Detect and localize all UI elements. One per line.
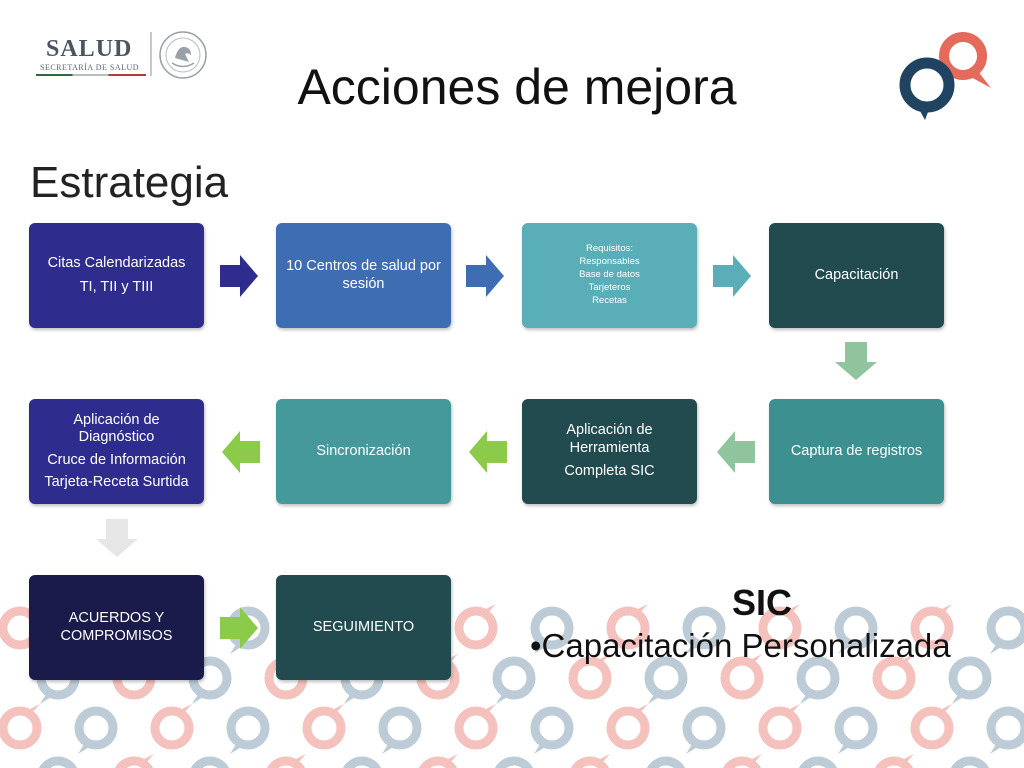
step-label: Capacitación: [814, 266, 899, 283]
step-label: Tarjeteros: [588, 281, 631, 293]
step-sincronizacion: Sincronización: [276, 399, 451, 504]
step-label: Completa SIC: [564, 463, 655, 480]
step-centros-de-salud: 10 Centros de salud por sesión: [276, 223, 451, 328]
step-citas-calendarizadas: Citas Calendarizadas TI, TII y TIII: [29, 223, 204, 328]
step-label: Responsables: [579, 256, 640, 268]
section-title: Estrategia: [30, 158, 229, 207]
step-label: SEGUIMIENTO: [312, 618, 415, 635]
step-aplicacion-herramienta: Aplicación de Herramienta Completa SIC: [522, 399, 697, 504]
arrow-right-icon: [713, 255, 751, 297]
step-label: Recetas: [592, 294, 627, 306]
step-seguimiento: SEGUIMIENTO: [276, 575, 451, 680]
arrow-down-icon: [835, 342, 877, 380]
arrow-left-icon: [222, 431, 260, 473]
arrow-left-icon: [469, 431, 507, 473]
logo-divider: [150, 32, 152, 76]
page-title: Acciones de mejora: [297, 59, 737, 115]
sic-title: SIC: [731, 582, 792, 623]
step-label: Cruce de Información: [47, 451, 186, 468]
step-label: ACUERDOS Y COMPROMISOS: [60, 610, 173, 644]
arrow-down-icon: [96, 519, 138, 557]
step-label: Sincronización: [316, 442, 411, 459]
sic-bullet: •Capacitación Personalizada: [530, 627, 951, 664]
step-diagnostico: Aplicación de Diagnóstico Cruce de Infor…: [29, 399, 204, 504]
step-label: Aplicación de Herramienta: [566, 422, 653, 456]
step-label: Aplicación de Diagnóstico: [73, 411, 160, 446]
salud-logo-stripe: [36, 74, 146, 76]
salud-logo: SALUD SECRETARÍA DE SALUD: [30, 30, 220, 90]
step-captura-registros: Captura de registros: [769, 399, 944, 504]
step-label: 10 Centros de salud por sesión: [286, 258, 441, 292]
arrow-left-icon: [717, 431, 755, 473]
step-requisitos: Requisitos: Responsables Base de datos T…: [522, 223, 697, 328]
arrow-right-icon: [220, 607, 258, 649]
arrow-right-icon: [466, 255, 504, 297]
salud-logo-word: SALUD: [46, 36, 133, 62]
step-label: Requisitos:: [586, 243, 633, 255]
step-capacitacion: Capacitación: [769, 223, 944, 328]
step-label: TI, TII y TIII: [79, 278, 154, 295]
step-label: Tarjeta-Receta Surtida: [44, 473, 189, 490]
step-label: Citas Calendarizadas: [47, 255, 186, 272]
national-seal-icon: [159, 31, 207, 79]
arrow-right-icon: [220, 255, 258, 297]
step-label: Base de datos: [579, 269, 640, 281]
speech-bubble-rings-logo-icon: [899, 32, 991, 120]
salud-logo-subtitle: SECRETARÍA DE SALUD: [40, 63, 140, 72]
step-acuerdos-compromisos: ACUERDOS Y COMPROMISOS: [29, 575, 204, 680]
step-label: Captura de registros: [790, 442, 923, 459]
